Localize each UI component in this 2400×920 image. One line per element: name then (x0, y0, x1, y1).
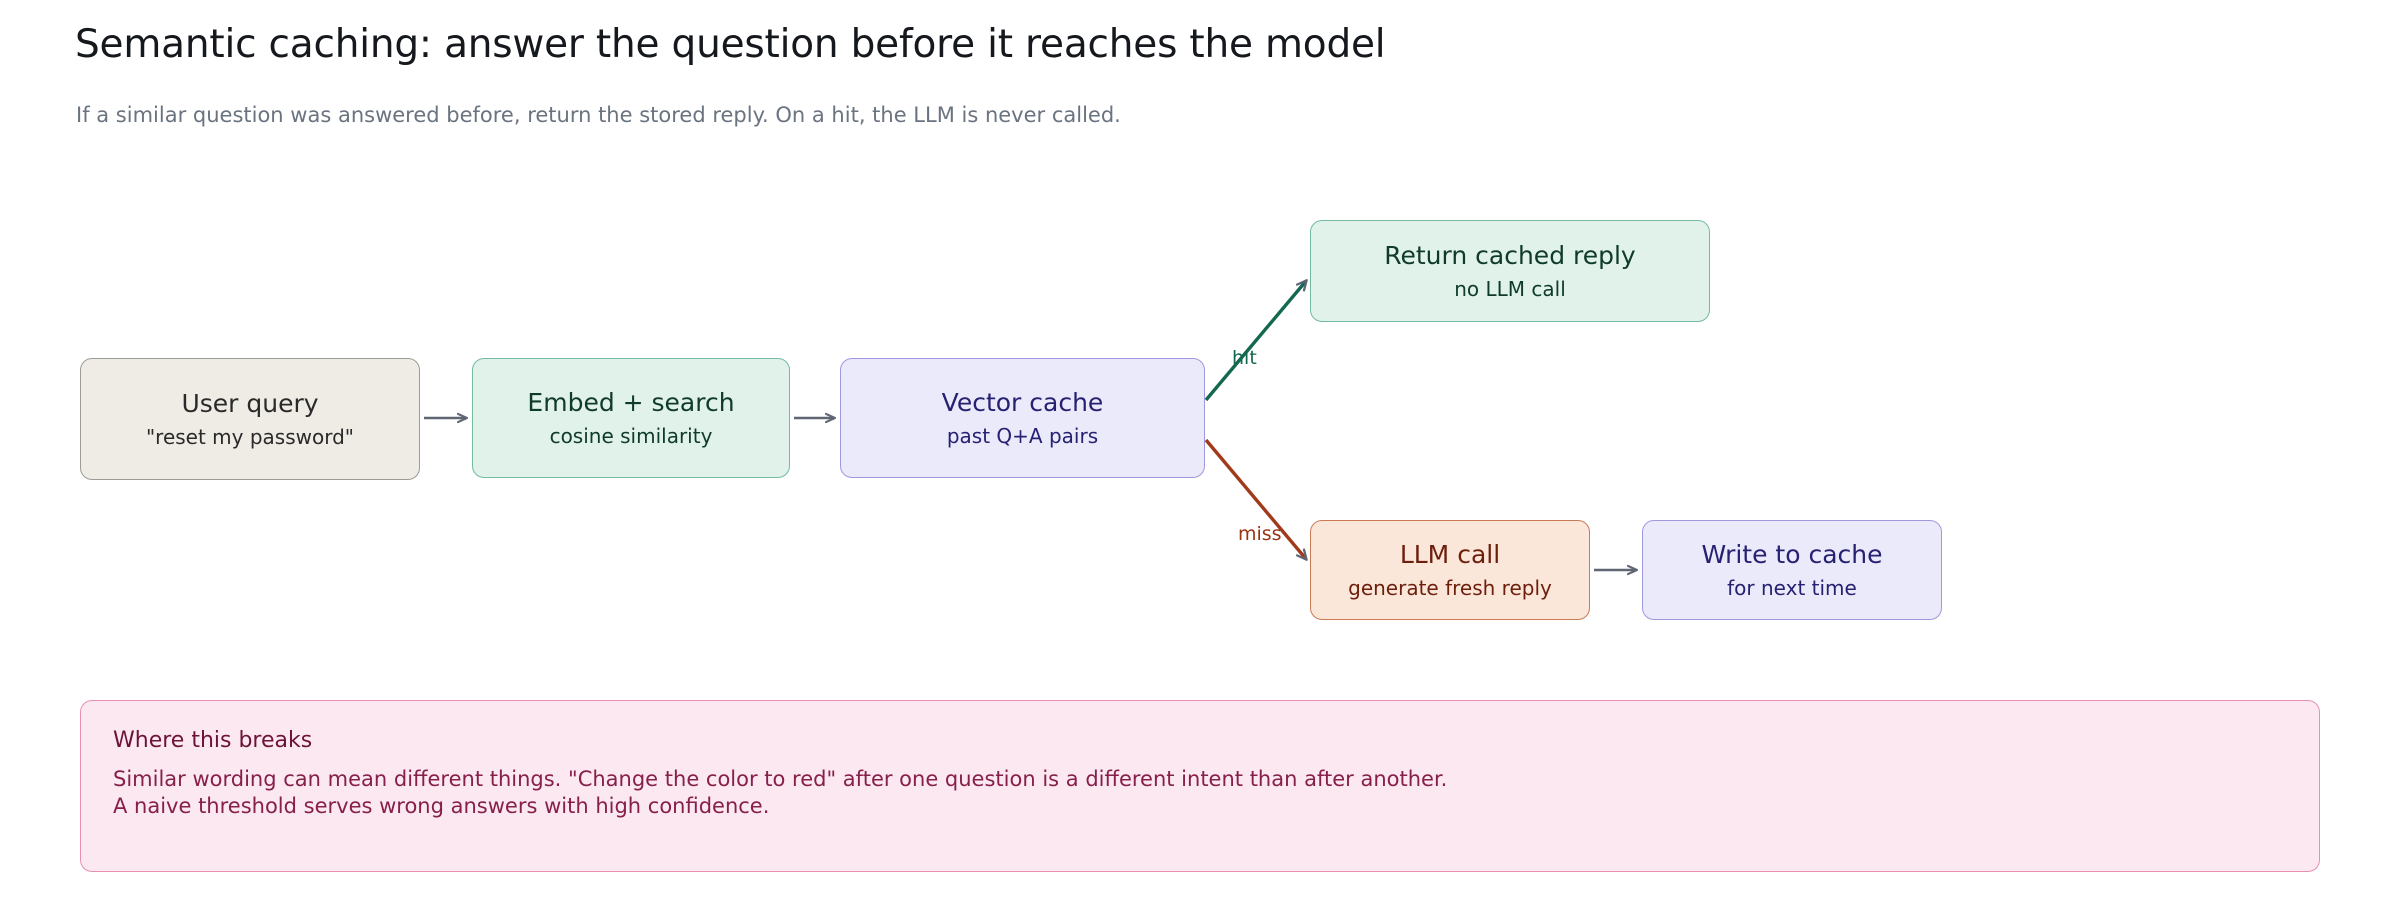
node-vector-cache[interactable]: Vector cache past Q+A pairs (840, 358, 1205, 478)
node-embed-search[interactable]: Embed + search cosine similarity (472, 358, 790, 478)
node-return-cached-reply[interactable]: Return cached reply no LLM call (1310, 220, 1710, 322)
node-title: LLM call (1399, 539, 1501, 569)
node-subtitle: no LLM call (1454, 276, 1566, 301)
callout-line: A naive threshold serves wrong answers w… (113, 793, 770, 818)
node-subtitle: past Q+A pairs (946, 423, 1099, 448)
node-subtitle: "reset my password" (145, 424, 355, 449)
edge-label-miss: miss (1238, 523, 1282, 545)
node-user-query[interactable]: User query "reset my password" (80, 358, 420, 480)
node-subtitle: cosine similarity (549, 423, 713, 448)
callout-line: Similar wording can mean different thing… (113, 767, 1448, 791)
node-title: Embed + search (527, 387, 735, 417)
node-title: Write to cache (1701, 539, 1883, 569)
node-title: User query (181, 388, 319, 418)
node-subtitle: for next time (1727, 575, 1857, 600)
node-llm-call[interactable]: LLM call generate fresh reply (1310, 520, 1590, 620)
node-subtitle: generate fresh reply (1348, 575, 1552, 600)
page-title: Semantic caching: answer the question be… (75, 22, 1386, 67)
node-title: Return cached reply (1384, 240, 1636, 270)
edge-label-hit: hit (1232, 347, 1257, 369)
edge-vector-to-cached (1204, 279, 1308, 402)
node-title: Vector cache (941, 387, 1104, 417)
page-subtitle: If a similar question was answered befor… (76, 103, 1121, 127)
callout-title: Where this breaks (113, 728, 313, 753)
flow-diagram: User query "reset my password" Embed + s… (0, 150, 2400, 670)
callout-box: Where this breaks Similar wording can me… (80, 700, 2320, 872)
node-write-to-cache[interactable]: Write to cache for next time (1642, 520, 1942, 620)
